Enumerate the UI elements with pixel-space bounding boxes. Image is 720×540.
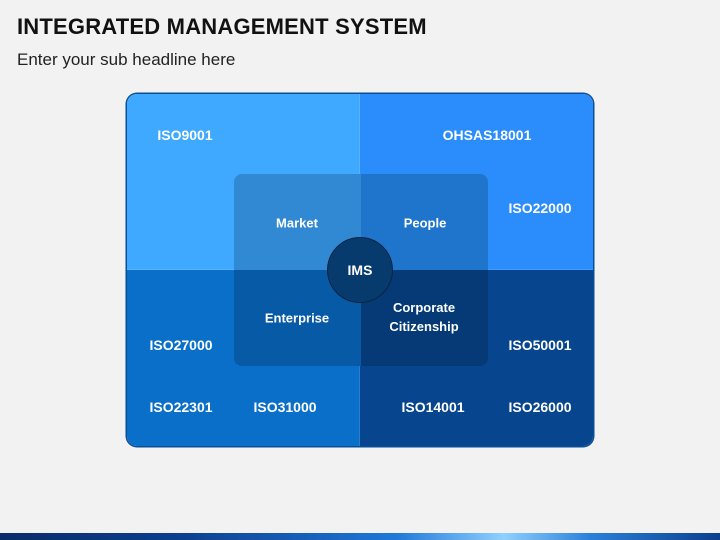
label-iso31000: ISO31000 [253,399,317,415]
footer-gradient-bar [0,533,720,540]
label-enterprise: Enterprise [264,310,330,326]
ims-center-circle: IMS [327,237,393,303]
label-corporate-line2: Citizenship [389,319,459,334]
center-label: IMS [347,262,373,278]
label-iso27000: ISO27000 [149,337,213,353]
label-ohsas18001: OHSAS18001 [442,127,532,143]
label-iso22301: ISO22301 [149,399,213,415]
label-iso50001: ISO50001 [508,337,572,353]
page-title: INTEGRATED MANAGEMENT SYSTEM [17,14,427,39]
label-people: People [403,215,447,231]
page-subtitle: Enter your sub headline here [17,50,236,69]
label-iso9001: ISO9001 [157,127,213,143]
label-iso22000: ISO22000 [508,200,572,216]
label-iso14001: ISO14001 [401,399,465,415]
label-corporate-citizenship: Corporate Citizenship [389,298,458,336]
label-corporate-line1: Corporate [392,300,456,315]
label-market: Market [276,215,318,231]
label-iso26000: ISO26000 [508,399,572,415]
